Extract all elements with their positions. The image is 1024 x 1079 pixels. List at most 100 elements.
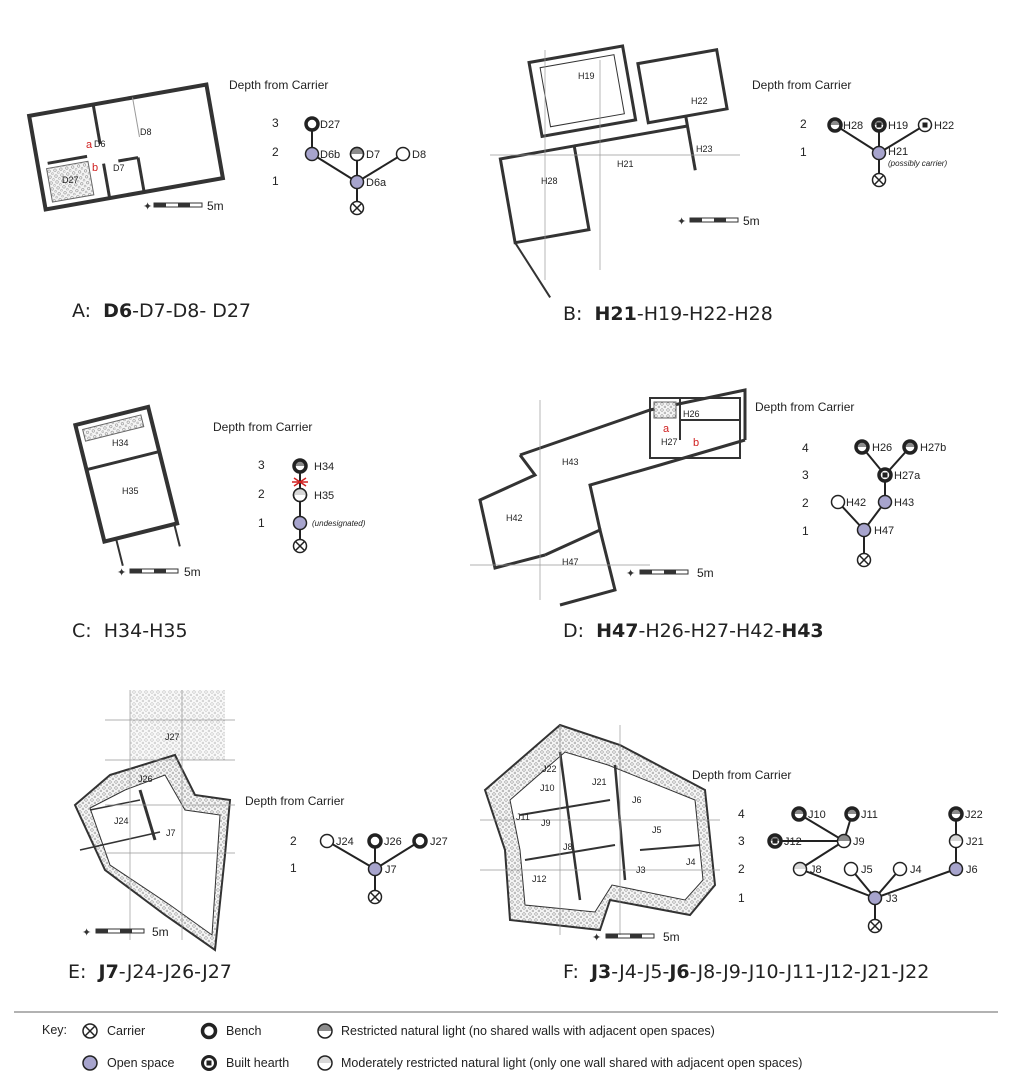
node-label-undesignated: (undesignated): [312, 519, 366, 528]
node-label-j21: J21: [966, 836, 984, 848]
legend-open-space: Open space: [82, 1055, 174, 1071]
plan-label-d7: D7: [113, 163, 125, 173]
level-label: 1: [290, 861, 297, 875]
level-label: 3: [802, 468, 809, 482]
caption-bold: H47: [596, 620, 639, 642]
caption-f: F: J3-J4-J5-J6-J8-J9-J10-J11-J12-J21-J22: [563, 961, 929, 983]
node-label-d7: D7: [366, 149, 380, 161]
access-graph-a: D27 D6b D7 D8 D6a: [304, 116, 426, 216]
level-label: 1: [800, 145, 807, 159]
node-label-j22: J22: [965, 809, 983, 821]
node-h19: [871, 117, 887, 133]
node-label-d27: D27: [320, 119, 340, 131]
caption-e: E: J7-J24-J26-J27: [68, 961, 232, 983]
plan-label-h26: H26: [683, 409, 700, 419]
plan-label-j6: J6: [632, 795, 642, 805]
north-arrow-icon: ✦: [677, 216, 686, 228]
level-label: 4: [802, 441, 809, 455]
node-j22: [948, 806, 964, 822]
north-arrow-icon: ✦: [117, 567, 126, 579]
carrier-node: [867, 918, 883, 934]
legend: Key: Carrier Open space Bench Built hear…: [14, 1011, 998, 1071]
node-label-d6b: D6b: [320, 149, 340, 161]
legend-bench: Bench: [200, 1022, 261, 1040]
level-label: 2: [802, 496, 809, 510]
node-d6b: [304, 146, 320, 162]
node-h43: [877, 494, 893, 510]
plan-label-j8: J8: [563, 842, 573, 852]
legend-carrier: Carrier: [82, 1023, 145, 1039]
bench-icon: [200, 1022, 218, 1040]
plan-label-j4: J4: [686, 857, 696, 867]
node-h27a: [877, 467, 893, 483]
node-label-h19: H19: [888, 120, 908, 132]
node-label-j12: J12: [784, 836, 802, 848]
plan-label-h23: H23: [696, 144, 713, 154]
depth-title-c: Depth from Carrier: [213, 420, 312, 434]
depth-title-a: Depth from Carrier: [229, 78, 328, 92]
scale-label-e: 5m: [152, 925, 169, 939]
scale-bar-a: ✦ 5m: [143, 199, 224, 213]
node-j6: [948, 861, 964, 877]
node-label-j11: J11: [861, 809, 878, 821]
node-d8: [395, 146, 411, 162]
scale-label-b: 5m: [743, 214, 760, 228]
node-j9: [836, 833, 852, 849]
node-label-h34: H34: [314, 461, 334, 473]
caption-rest: -J8-J9-J10-J11-J12-J21-J22: [689, 961, 930, 983]
node-h22: [917, 117, 933, 133]
caption-rest: -H26-H27-H42-: [638, 620, 782, 642]
node-j26: [367, 833, 383, 849]
level-label: 4: [738, 807, 745, 821]
node-d7: [349, 146, 365, 162]
node-label-j5: J5: [861, 864, 873, 876]
caption-bold: D6: [103, 300, 133, 322]
node-label-h27b: H27b: [920, 442, 946, 454]
plan-label-j12: J12: [532, 874, 547, 884]
caption-letter: B:: [563, 303, 583, 325]
hearth-icon: [772, 838, 778, 844]
floor-plan-d: [470, 388, 747, 607]
plan-label-j26: J26: [138, 774, 153, 784]
legend-moderate: Moderately restricted natural light (onl…: [317, 1055, 802, 1071]
plan-label-j11: J11: [516, 812, 530, 822]
access-graph-f: J10 J11 J22 J12 J9 J21 J8 J5 J4 J6 J3: [767, 806, 984, 934]
plan-label-h21: H21: [617, 159, 634, 169]
legend-restricted: Restricted natural light (no shared wall…: [317, 1023, 715, 1039]
node-label-j4: J4: [910, 864, 922, 876]
node-h28: [827, 117, 843, 133]
access-graph-b: H28 H19 H22 H21 (possibly carrier): [827, 117, 954, 188]
carrier-node: [856, 552, 872, 568]
panel-e: J27 J26 J24 J7 ✦ 5m Depth from Carrier 2…: [73, 690, 448, 952]
level-label: 1: [272, 174, 279, 188]
level-label: 2: [258, 487, 265, 501]
plan-marker-b: b: [92, 162, 98, 174]
node-j8: [792, 861, 808, 877]
node-label-j9: J9: [853, 836, 865, 848]
panel-c: H34 H35 ✦ 5m Depth from Carrier 3 2 1: [72, 404, 366, 579]
node-j7: [367, 861, 383, 877]
hearth-icon: [876, 122, 882, 128]
panel-a: D6 D8 D27 D7 a b ✦ 5m Depth from Carrier…: [26, 78, 426, 216]
node-j10: [791, 806, 807, 822]
legend-title: Key:: [42, 1023, 67, 1037]
plan-label-h34: H34: [112, 438, 129, 448]
caption-rest: -D7-D8- D27: [132, 300, 252, 322]
carrier-node: [349, 200, 365, 216]
moderate-light-icon: [317, 1055, 333, 1071]
node-label-j3: J3: [886, 893, 898, 905]
level-label: 3: [272, 116, 279, 130]
legend-label-open-space: Open space: [107, 1056, 174, 1070]
access-graph-c: H34 H35 (undesignated): [292, 458, 366, 554]
node-j27: [412, 833, 428, 849]
plan-label-j10: J10: [540, 783, 555, 793]
node-h34: [292, 458, 308, 474]
caption-bold: J6: [669, 961, 690, 983]
caption-a: A: D6-D7-D8- D27: [72, 300, 251, 322]
panel-d: H26 H27 H43 H42 H47 a b ✦ 5m Depth from …: [470, 388, 946, 607]
caption-c: C: H34-H35: [72, 620, 188, 642]
scale-bar-d: ✦ 5m: [626, 566, 714, 580]
floor-plan-e: [73, 690, 235, 952]
node-j4: [892, 861, 908, 877]
node-label-h26: H26: [872, 442, 892, 454]
